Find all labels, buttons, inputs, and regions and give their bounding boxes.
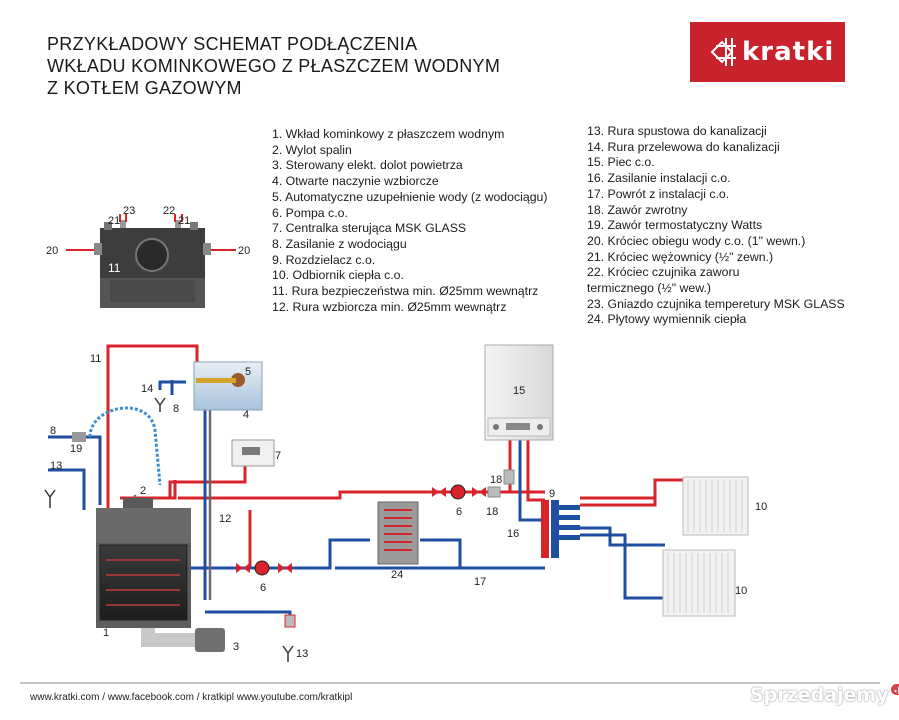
legend-item: 14. Rura przelewowa do kanalizacji (587, 139, 780, 154)
label-6-left: 6 (260, 582, 266, 594)
air-damper (195, 628, 225, 652)
label-8: 8 (50, 425, 56, 437)
label-10-top: 10 (755, 501, 767, 513)
label-6-right: 6 (456, 506, 462, 518)
valve-top-right-icon (472, 487, 486, 497)
label-7: 7 (275, 450, 281, 462)
legend-item: 23. Gniazdo czujnika temperetury MSK GLA… (587, 296, 845, 311)
legend-item: 6. Pompa c.o. (272, 205, 348, 220)
label-9: 9 (549, 488, 555, 500)
label-23: 23 (123, 205, 135, 217)
pump-6-right-icon (450, 484, 466, 500)
gas-boiler (484, 344, 554, 441)
label-4: 4 (243, 409, 249, 421)
legend-item: 10. Odbiornik ciepła c.o. (272, 268, 404, 283)
valve-left-icon (236, 563, 250, 573)
title-line-2: WKŁADU KOMINKOWEGO Z PŁASZCZEM WODNYM (47, 56, 501, 76)
label-17: 17 (474, 576, 486, 588)
label-18-top: 18 (490, 474, 502, 486)
label-13-bottom: 13 (296, 648, 308, 660)
radiator-top (682, 476, 749, 536)
watermark: Sprzedajemy.pl (750, 684, 899, 706)
plate-heat-exchanger (377, 501, 419, 565)
title-line-1: PRZYKŁADOWY SCHEMAT PODŁĄCZENIA (47, 34, 418, 54)
label-12: 12 (219, 513, 231, 525)
legend-item: 18. Zawór zwrotny (587, 202, 688, 217)
legend-item: 5. Automatyczne uzupełnienie wody (z wod… (272, 189, 548, 204)
drain-valve-icon (284, 614, 296, 628)
expansion-tank (193, 361, 263, 411)
valve-right-icon (278, 563, 292, 573)
label-11: 11 (90, 353, 101, 365)
legend-item: 8. Zasilanie z wodociągu (272, 236, 407, 251)
kratki-logo-mark-icon (710, 38, 736, 66)
label-19: 19 (70, 443, 82, 455)
drain-funnel-13-left-icon (44, 489, 56, 508)
drain-funnel-14-icon (154, 397, 166, 412)
label-14: 14 (141, 383, 153, 395)
title-line-3: Z KOTŁEM GAZOWYM (47, 78, 242, 98)
legend-item: 16. Zasilanie instalacji c.o. (587, 171, 731, 186)
legend-item: 7. Centralka sterująca MSK GLASS (272, 221, 467, 236)
diagram-title: PRZYKŁADOWY SCHEMAT PODŁĄCZENIA WKŁADU K… (47, 33, 500, 99)
legend-item: 4. Otwarte naczynie wzbiorcze (272, 174, 439, 189)
check-valve-18-top-icon (503, 469, 515, 485)
label-8-top: 8 (173, 403, 179, 415)
fireplace-insert (96, 498, 191, 628)
label-5: 5 (245, 366, 251, 378)
legend-item: 22. Króciec czujnika zaworu (587, 265, 740, 280)
label-13-left: 13 (50, 460, 62, 472)
valve-top-left-icon (432, 487, 446, 497)
label-18: 18 (486, 506, 498, 518)
insert-top-view (66, 214, 236, 308)
legend-item: 1. Wkład kominkowy z płaszczem wodnym (272, 127, 505, 141)
legend-item: termicznego (½" wew.) (587, 281, 711, 296)
watermark-text: Sprzedajemy (750, 684, 889, 706)
watermark-tld: .pl (890, 684, 899, 695)
legend-item: 12. Rura wzbiorcza min. Ø25mm wewnątrz (272, 299, 507, 314)
controller-display-icon (242, 447, 260, 455)
pump-6-left-icon (254, 560, 270, 576)
legend-item: 3. Sterowany elekt. dolot powietrza (272, 158, 463, 173)
radiator-bottom (662, 549, 736, 617)
footer-links: www.kratki.com / www.facebook.com / krat… (30, 692, 353, 703)
supply-pipes (106, 344, 685, 568)
legend-item: 11. Rura bezpieczeństwa min. Ø25mm wewną… (272, 284, 539, 299)
label-20-left: 20 (46, 245, 58, 257)
kratki-logo: kratki (690, 22, 845, 82)
label-11-insert: 11 (108, 261, 121, 275)
legend-item: 19. Zawór termostatyczny Watts (587, 218, 763, 233)
label-16: 16 (507, 528, 519, 540)
label-2: 2 (140, 485, 146, 497)
label-1: 1 (103, 627, 109, 639)
legend-item: 9. Rozdzielacz c.o. (272, 252, 376, 267)
legend-item: 15. Piec c.o. (587, 155, 655, 170)
label-3: 3 (233, 641, 239, 653)
legend-item: 2. Wylot spalin (272, 142, 352, 157)
label-20-right: 20 (238, 245, 250, 257)
legend-item: 24. Płytowy wymiennik ciepła (587, 312, 747, 327)
legend-item: 20. Króciec obiegu wody c.o. (1" wewn.) (587, 233, 806, 248)
label-10-bottom: 10 (735, 585, 747, 597)
label-21-left: 21 (108, 215, 120, 227)
label-15: 15 (513, 385, 525, 397)
label-24: 24 (391, 569, 403, 581)
label-21-right: 21 (178, 215, 190, 227)
legend-item: 17. Powrót z instalacji c.o. (587, 186, 730, 201)
check-valve-18-icon (487, 486, 501, 498)
manifold (541, 500, 580, 558)
legend-item: 13. Rura spustowa do kanalizacji (587, 124, 767, 138)
logo-text: kratki (742, 37, 835, 67)
label-22: 22 (163, 205, 175, 217)
sensor-coil-cable (88, 406, 162, 486)
air-intake-duct (141, 628, 200, 647)
drain-funnel-13-bottom-icon (282, 645, 294, 662)
thermostatic-valve-icon (72, 432, 86, 442)
legend-item: 21. Króciec wężownicy (½" zewn.) (587, 249, 774, 264)
